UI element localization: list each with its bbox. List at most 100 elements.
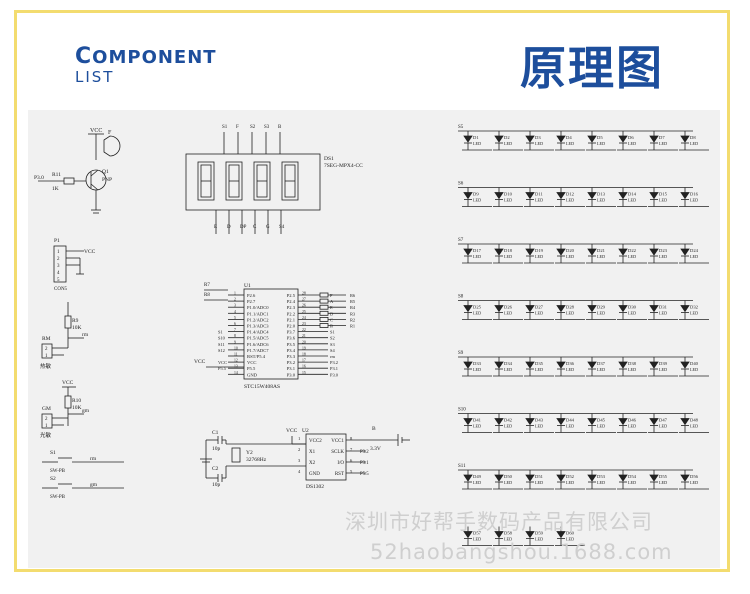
mcu-right-net: B [330, 324, 333, 329]
led-type-label: LED [597, 311, 605, 316]
led-matrix: S5D1LEDD2LEDD3LEDD4LEDD5LEDD6LEDD7LEDD8L… [458, 125, 709, 546]
led-label: D15 [659, 192, 668, 197]
mcu-left-net: S10 [218, 336, 226, 341]
rtc-part: DS1302 [306, 484, 324, 490]
svg-text:gm: gm [82, 408, 90, 414]
mcu-right-net: P3.2 [330, 360, 338, 365]
connector-p1: P1 1 2 3 4 5 VCC CON5 [53, 238, 96, 292]
display-part: 7SEG-MPX4-CC [324, 163, 363, 169]
mcu-right-net: S2 [330, 336, 335, 341]
mcu-right-pin: P3.3 [287, 354, 296, 359]
svg-text:1: 1 [57, 250, 60, 255]
display-top-pin-label: F [236, 125, 239, 130]
mcu-right-net: S4 [330, 348, 335, 353]
led-type-label: LED [628, 480, 636, 485]
svg-text:C2: C2 [212, 466, 219, 472]
led-label: D8 [690, 135, 696, 140]
svg-text:32768Hz: 32768Hz [246, 457, 267, 463]
mcu-right-pin-num: 15 [302, 371, 306, 375]
mcu-right-net: E [330, 305, 333, 310]
led-row: S9D33LEDD34LEDD35LEDD36LEDD37LEDD38LEDD3… [458, 351, 709, 377]
led-type-label: LED [473, 141, 481, 146]
battery-name: B [372, 426, 376, 432]
led-label: D11 [535, 192, 543, 197]
led-label: D28 [566, 305, 575, 310]
led-label: D14 [628, 192, 637, 197]
led-row: S6D9LEDD10LEDD11LEDD12LEDD13LEDD14LEDD15… [458, 182, 709, 207]
led-type-label: LED [690, 254, 698, 259]
watermark-company: 深圳市好帮手数码产品有限公司 [345, 510, 653, 534]
mcu-left-pin-num: 11 [234, 353, 238, 357]
watermark-url: 52haobangshou.1688.com [370, 540, 673, 564]
led-type-label: LED [473, 311, 481, 316]
svg-text:SW-PB: SW-PB [50, 469, 66, 474]
switch-s2: S2 SW-PB gm [42, 476, 124, 500]
led-label: D20 [566, 248, 575, 253]
led-type-label: LED [535, 311, 543, 316]
mcu-right-pin-num: 28 [302, 292, 306, 296]
led-type-label: LED [566, 198, 574, 203]
mcu-right-net: C [330, 317, 333, 322]
led-type-label: LED [659, 198, 667, 203]
led-row-select-label: S5 [458, 125, 464, 130]
mcu-left-pin: P2.6 [247, 293, 256, 298]
svg-text:VCC: VCC [62, 380, 74, 386]
svg-text:2: 2 [57, 257, 60, 262]
led-label: D29 [597, 305, 606, 310]
display-body [185, 153, 321, 211]
led-row-select-label: S7 [458, 238, 464, 243]
mcu-left-pin-num: 7 [234, 328, 236, 332]
display-top-pin-label: S2 [250, 125, 256, 130]
led-type-label: LED [628, 367, 636, 372]
led-type-label: LED [690, 480, 698, 485]
led-label: D22 [628, 248, 637, 253]
mcu-left-net: P5.5 [218, 366, 227, 371]
led-type-label: LED [659, 367, 667, 372]
yellow-border-frame [14, 10, 730, 572]
mcu-left-pin: P1.6/ADC6 [247, 342, 269, 347]
led-label: D55 [659, 474, 668, 479]
rtc-right-pin: SCLK [331, 450, 344, 455]
led-type-label: LED [473, 424, 481, 429]
led-row: S8D25LEDD26LEDD27LEDD28LEDD29LEDD30LEDD3… [458, 295, 709, 320]
led-type-label: LED [473, 537, 481, 542]
led-type-label: LED [659, 424, 667, 429]
led-type-label: LED [690, 141, 698, 146]
display-bottom-pin-label: DP [240, 225, 247, 230]
mcu-left-pin: P1.4/ADC4 [247, 330, 269, 335]
rtc-right-net: P3.1 [360, 461, 369, 466]
mcu-right-pin-num: 17 [302, 359, 306, 363]
mcu-left-pin: P1.7/ADC7 [247, 348, 269, 353]
sensor-gm-circuit: VCC R10 10K gm GM 2 1 光敏 [40, 380, 90, 439]
led-type-label: LED [473, 254, 481, 259]
resistor-r11-value: 1K [52, 186, 59, 192]
speaker-icon [103, 135, 121, 157]
mcu-left-net: VCC [218, 360, 227, 365]
led-label: D41 [473, 418, 482, 423]
led-label: D9 [473, 192, 479, 197]
mcu-left-pin: P2.7 [247, 299, 256, 304]
led-type-label: LED [628, 311, 636, 316]
sensor-rm-circuit: R9 10K rm RM 2 1 热敏 [40, 302, 89, 370]
svg-text:1: 1 [45, 354, 48, 359]
sensor-rm-name: RM [42, 336, 51, 342]
led-label: D16 [690, 192, 699, 197]
